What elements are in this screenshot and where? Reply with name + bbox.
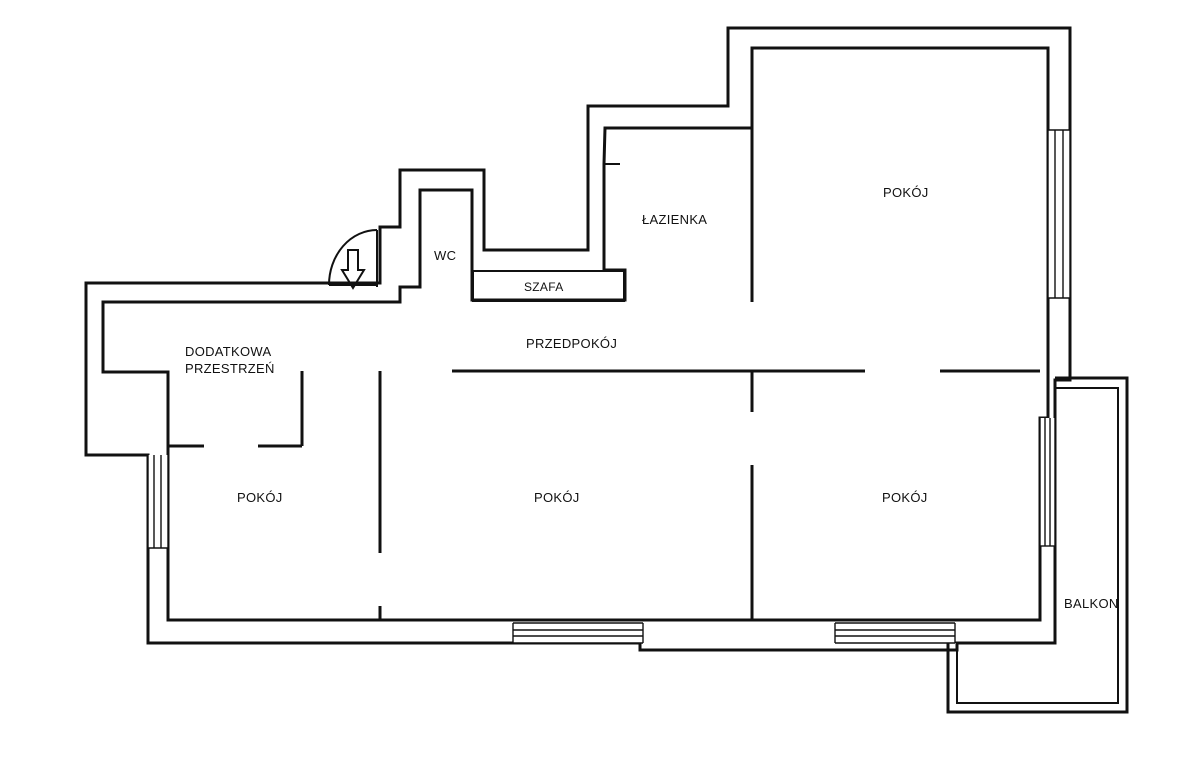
balcony-inner-outline xyxy=(956,387,1119,704)
label-wc: WC xyxy=(434,248,457,263)
label-lazienka: ŁAZIENKA xyxy=(642,212,708,227)
outer-wall-line xyxy=(84,26,1072,652)
balcony-outline xyxy=(946,376,1129,714)
szafa-box xyxy=(472,270,625,302)
label-pokoj-top-right: POKÓJ xyxy=(883,185,929,200)
label-pokoj-center: POKÓJ xyxy=(534,490,580,505)
down-arrow-icon xyxy=(340,249,366,290)
label-balkon: BALKON xyxy=(1064,596,1119,611)
label-przedpokoj: PRZEDPOKÓJ xyxy=(526,336,618,351)
door-arc-icon xyxy=(328,229,378,287)
label-szafa: SZAFA xyxy=(524,280,564,294)
label-pokoj-left: POKÓJ xyxy=(237,490,283,505)
label-pokoj-right: POKÓJ xyxy=(882,490,928,505)
label-dodatkowa-przestrzen: DODATKOWA PRZESTRZEŃ xyxy=(185,344,275,376)
inner-wall-line xyxy=(101,46,1050,622)
